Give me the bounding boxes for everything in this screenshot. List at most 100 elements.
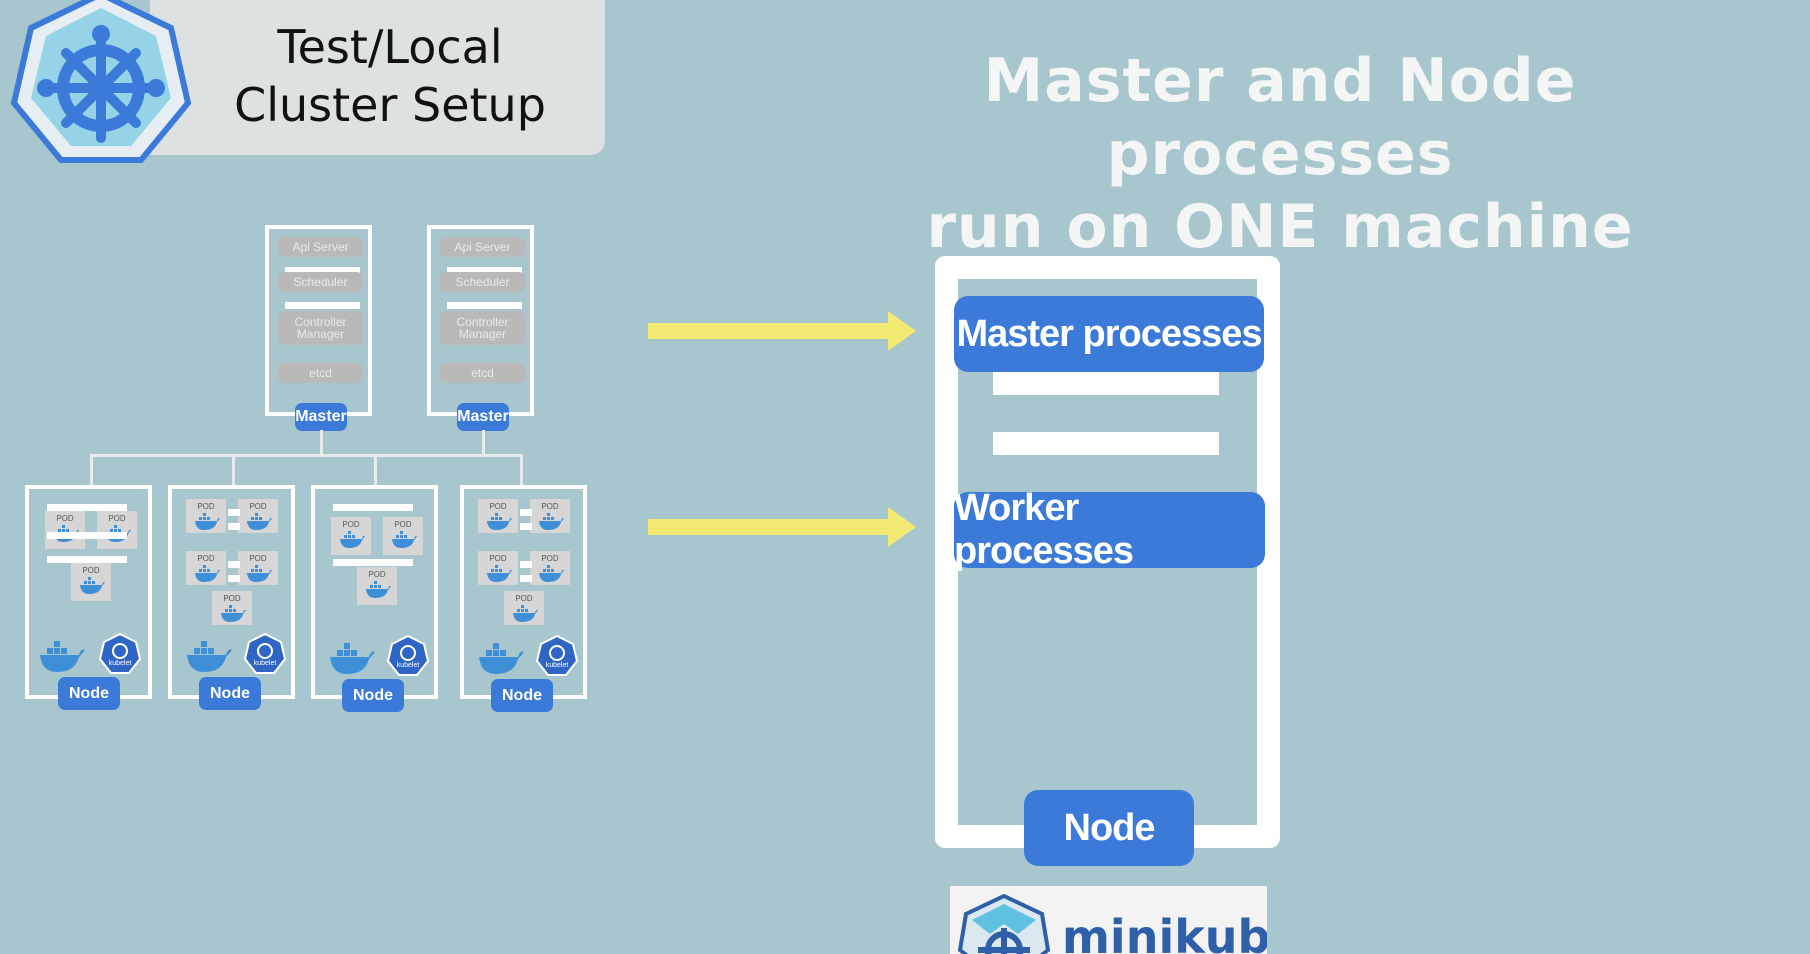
- pod-box: POD: [383, 517, 423, 555]
- arrow-head-icon: [888, 507, 916, 547]
- minikube-logo: minikube: [950, 886, 1267, 954]
- docker-whale-icon: [195, 565, 220, 582]
- server-slot-line: [228, 561, 240, 568]
- worker-node-server: POD POD POD kubelet: [25, 485, 152, 699]
- connector-line: [90, 454, 522, 457]
- single-machine-server: [935, 256, 1280, 848]
- pod-box: POD: [71, 563, 111, 601]
- worker-processes-box: Worker processes: [954, 487, 1265, 572]
- server-slot-line: [520, 523, 532, 530]
- master-processes-box: Master processes: [954, 296, 1264, 372]
- docker-whale-icon: [330, 643, 375, 674]
- server-slot-line: [333, 559, 413, 566]
- docker-whale-icon: [479, 643, 524, 674]
- docker-whale-icon: [247, 565, 272, 582]
- kubelet-icon: kubelet: [243, 632, 287, 675]
- node-label: Node: [491, 679, 553, 712]
- worker-node-server: POD POD POD POD POD kubelet: [460, 485, 587, 699]
- api-server-box: Api Server: [440, 237, 525, 257]
- docker-whale-icon: [539, 513, 564, 530]
- scheduler-box: Scheduler: [278, 272, 363, 292]
- docker-whale-icon: [366, 581, 391, 598]
- headline-line-1: Master and Node processes: [983, 46, 1577, 189]
- node-label: Node: [58, 677, 120, 710]
- arrow-head-icon: [888, 311, 916, 351]
- server-slot-line: [228, 523, 240, 530]
- server-slot-line: [333, 504, 413, 511]
- server-slot-line: [447, 267, 522, 274]
- server-slot-line: [228, 509, 240, 516]
- kubelet-icon: kubelet: [535, 634, 579, 677]
- pod-box: POD: [478, 551, 518, 585]
- connector-line: [90, 454, 93, 486]
- pod-box: POD: [331, 517, 371, 555]
- kubernetes-logo-icon: [10, 0, 192, 163]
- title-card: [150, 0, 605, 155]
- docker-whale-icon: [40, 641, 85, 672]
- pod-box: POD: [45, 511, 85, 549]
- master-label: Master: [457, 403, 509, 431]
- docker-whale-icon: [487, 565, 512, 582]
- arrow-to-worker-processes: [648, 519, 890, 535]
- single-node-label: Node: [1024, 790, 1194, 866]
- docker-whale-icon: [513, 605, 538, 622]
- pod-box: POD: [530, 499, 570, 533]
- headline: Master and Node processes run on ONE mac…: [800, 45, 1760, 264]
- scheduler-box: Scheduler: [440, 272, 525, 292]
- server-slot-line: [520, 509, 532, 516]
- server-slot-line: [285, 302, 360, 309]
- server-slot-line: [447, 302, 522, 309]
- node-label: Node: [199, 677, 261, 710]
- docker-whale-icon: [247, 513, 272, 530]
- node-label: Node: [342, 679, 404, 712]
- server-slot-line: [47, 504, 127, 511]
- controller-manager-box: Controller Manager: [278, 311, 363, 345]
- headline-line-2: run on ONE machine: [926, 192, 1634, 262]
- pod-box: POD: [97, 511, 137, 549]
- worker-node-server: POD POD POD POD POD kubelet: [168, 485, 295, 699]
- pod-box: POD: [186, 499, 226, 533]
- docker-whale-icon: [487, 513, 512, 530]
- api-server-box: Api Server: [278, 237, 363, 257]
- pod-box: POD: [212, 591, 252, 625]
- controller-manager-box: Controller Manager: [440, 311, 525, 345]
- etcd-box: etcd: [440, 363, 525, 383]
- kubelet-icon: kubelet: [98, 632, 142, 675]
- pod-box: POD: [530, 551, 570, 585]
- server-slot-line: [285, 267, 360, 274]
- server-slot-line: [993, 432, 1219, 455]
- connector-line: [482, 430, 485, 455]
- arrow-to-master-processes: [648, 323, 890, 339]
- kubelet-icon: kubelet: [386, 634, 430, 677]
- server-slot-line: [520, 575, 532, 582]
- worker-node-server: POD POD POD kubelet: [311, 485, 438, 699]
- master-label: Master: [295, 403, 347, 431]
- pod-box: POD: [238, 499, 278, 533]
- pod-box: POD: [504, 591, 544, 625]
- pod-box: POD: [357, 567, 397, 605]
- connector-line: [320, 430, 323, 455]
- docker-whale-icon: [340, 531, 365, 548]
- connector-line: [232, 454, 235, 486]
- minikube-logo-icon: [958, 894, 1050, 954]
- title-text: Test/Local Cluster Setup: [200, 18, 580, 134]
- server-slot-line: [993, 372, 1219, 395]
- connector-line: [520, 454, 523, 486]
- connector-line: [374, 454, 377, 486]
- server-slot-line: [47, 556, 127, 563]
- docker-whale-icon: [392, 531, 417, 548]
- docker-whale-icon: [539, 565, 564, 582]
- docker-whale-icon: [195, 513, 220, 530]
- title-line-1: Test/Local: [277, 20, 503, 74]
- server-slot-line: [228, 575, 240, 582]
- docker-whale-icon: [187, 641, 232, 672]
- server-slot-line: [520, 561, 532, 568]
- pod-box: POD: [478, 499, 518, 533]
- server-slot-line: [47, 532, 127, 539]
- pod-box: POD: [238, 551, 278, 585]
- docker-whale-icon: [80, 577, 105, 594]
- pod-box: POD: [186, 551, 226, 585]
- master-server: Api Server Scheduler Controller Manager …: [427, 225, 534, 416]
- docker-whale-icon: [221, 605, 246, 622]
- etcd-box: etcd: [278, 363, 363, 383]
